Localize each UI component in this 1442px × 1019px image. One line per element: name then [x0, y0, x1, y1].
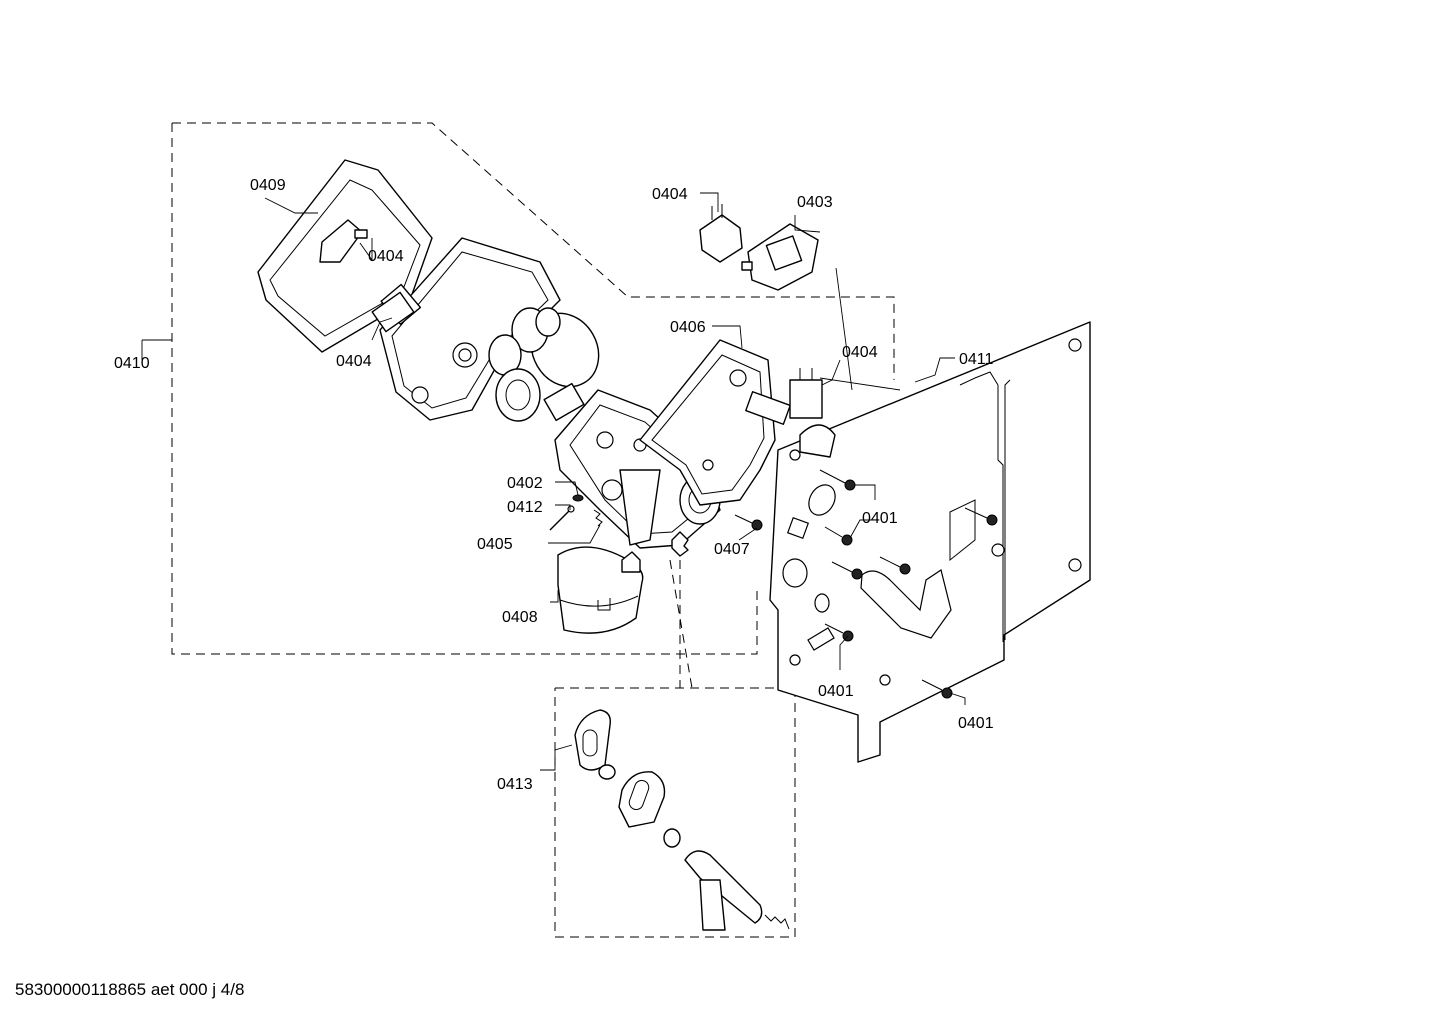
drain-assembly-0413 — [574, 709, 790, 931]
spring-0405 — [593, 509, 603, 527]
label-0407: 0407 — [714, 541, 750, 558]
label-0411: 0411 — [959, 351, 994, 368]
assembly-group-outline — [172, 122, 895, 380]
label-0401-bottom: 0401 — [818, 683, 854, 700]
microswitch-0404-right — [789, 368, 823, 419]
label-0413: 0413 — [497, 776, 533, 793]
label-0403: 0403 — [797, 194, 833, 211]
screw-0401-4 — [879, 556, 911, 575]
screw-0401-3 — [831, 561, 863, 580]
screw-0401-2 — [824, 526, 853, 546]
switch-0403 — [741, 223, 819, 291]
screw-0401-6 — [921, 679, 953, 699]
label-0402: 0402 — [507, 475, 543, 492]
label-0401-top: 0401 — [862, 510, 898, 527]
label-0404-motor: 0404 — [336, 353, 372, 370]
label-0404-top: 0404 — [652, 186, 688, 203]
document-code: 58300000118865 aet 000 j 4/8 — [15, 980, 245, 999]
label-0409: 0409 — [250, 177, 286, 194]
label-0405: 0405 — [477, 536, 513, 553]
mounting-plate-0411 — [769, 321, 1091, 763]
seal-0402 — [572, 494, 584, 502]
label-0401-right: 0401 — [958, 715, 994, 732]
screw-0401-7 — [964, 507, 998, 526]
drain-group-outline — [554, 687, 796, 938]
label-0408: 0408 — [502, 609, 538, 626]
drip-cup-0408 — [557, 546, 644, 634]
label-0412: 0412 — [507, 499, 543, 516]
label-0410: 0410 — [114, 355, 150, 372]
label-0404-cover: 0404 — [368, 248, 404, 265]
leader-lines — [141, 192, 966, 771]
bracket-0406 — [639, 339, 791, 506]
microswitch-0404-cover — [371, 291, 415, 333]
drain-link-line-2 — [669, 559, 693, 689]
screw-0407 — [734, 514, 763, 531]
label-0404-right: 0404 — [842, 344, 878, 361]
microswitch-0404-top — [699, 204, 743, 263]
pin-0412 — [549, 505, 575, 531]
assembly-group-outline-lower — [171, 123, 758, 655]
label-0406: 0406 — [670, 319, 706, 336]
